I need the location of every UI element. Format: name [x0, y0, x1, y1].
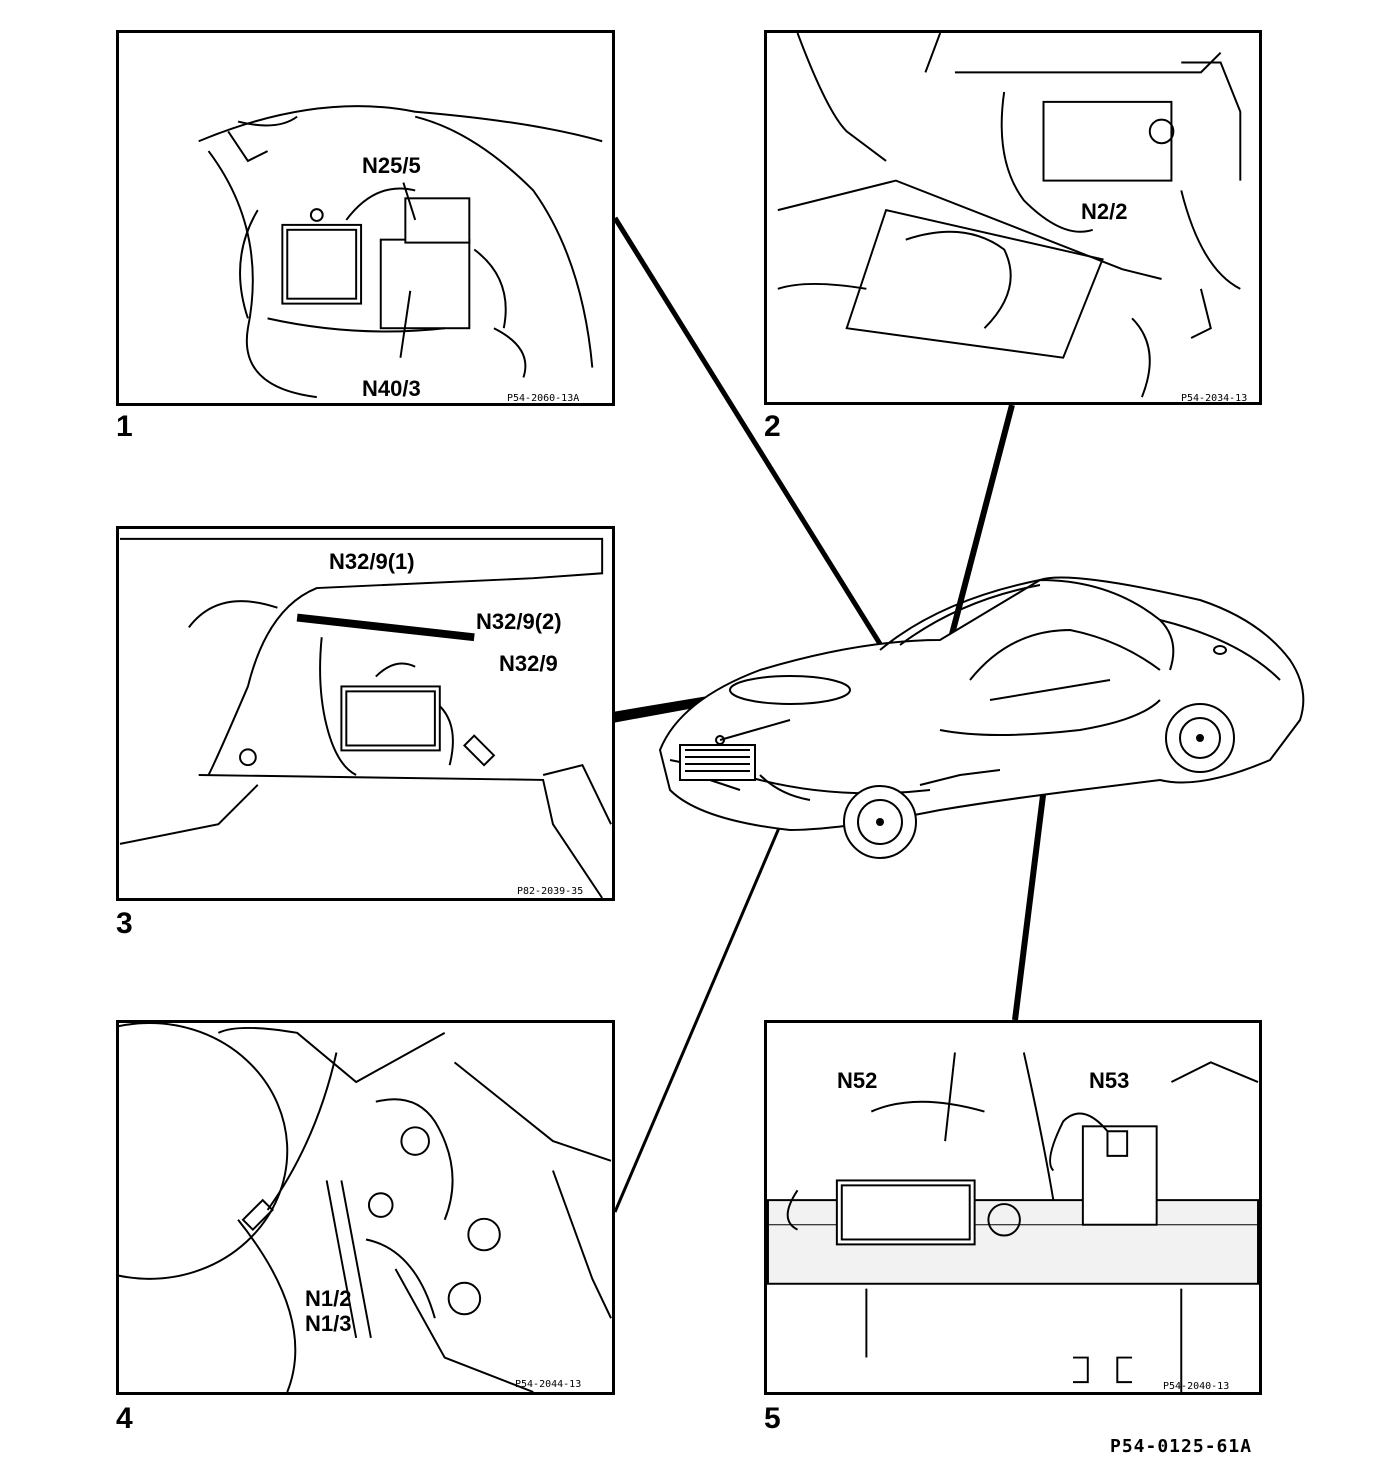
panel-4-code: P54-2044-13: [515, 1379, 582, 1390]
leader-line-4: [613, 759, 810, 1213]
label-n1-2: N1/2: [305, 1286, 352, 1311]
panel-1-illustration: [198, 105, 603, 399]
figure-code: P54-0125-61A: [1110, 1436, 1253, 1457]
leader-line-1: [612, 216, 898, 670]
label-n40-3: N40/3: [362, 376, 421, 401]
panel-3-code: P82-2039-35: [517, 886, 584, 897]
panel-2: N2/2 P54-2034-13: [764, 30, 1262, 405]
panel-2-code: P54-2034-13: [1181, 393, 1248, 404]
panel-2-illustration: [777, 33, 1242, 398]
panel-5: N52 N53 P54-2040-13: [764, 1020, 1262, 1395]
car-illustration: [658, 576, 1305, 859]
panel-5-number: 5: [764, 1402, 781, 1435]
panel-3: N32/9(1) N32/9(2) N32/9 P82-2039-35: [116, 526, 615, 901]
label-n32-9: N32/9: [499, 651, 558, 676]
label-n52: N52: [837, 1068, 878, 1093]
panel-1: N25/5 N40/3 P54-2060-13A: [116, 30, 615, 406]
label-n25-5: N25/5: [362, 153, 421, 178]
panel-4: N1/2 N1/3 P54-2044-13: [116, 1020, 615, 1395]
panel-5-illustration: [767, 1052, 1259, 1392]
panel-4-illustration: [119, 1023, 612, 1392]
label-n32-9-1: N32/9(1): [329, 549, 415, 574]
panel-3-number: 3: [116, 907, 133, 940]
label-n2-2: N2/2: [1081, 199, 1128, 224]
panel-4-number: 4: [116, 1402, 133, 1435]
panel-5-code: P54-2040-13: [1163, 1381, 1230, 1392]
label-n1-3: N1/3: [305, 1311, 352, 1336]
label-n32-9-2: N32/9(2): [476, 609, 562, 634]
panel-1-code: P54-2060-13A: [507, 393, 580, 404]
panel-2-number: 2: [764, 410, 781, 443]
label-n53: N53: [1089, 1068, 1130, 1093]
panel-1-number: 1: [116, 410, 133, 443]
panel-3-illustration: [119, 537, 612, 898]
